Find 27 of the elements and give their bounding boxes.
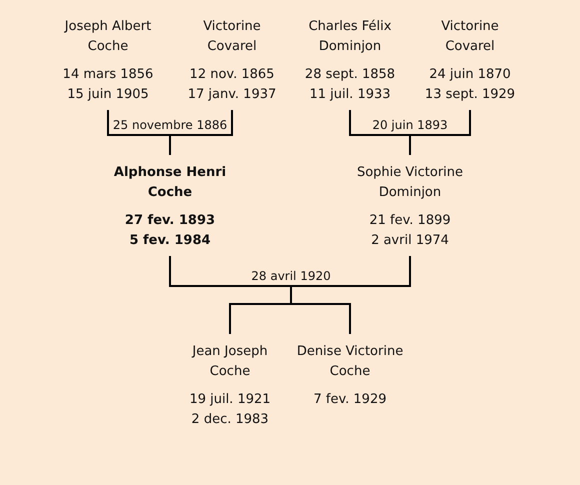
death-date: 11 juil. 1933 bbox=[309, 86, 391, 104]
death-date: 13 sept. 1929 bbox=[424, 86, 516, 104]
birth-date: 24 juin 1870 bbox=[429, 66, 511, 84]
person-name: Victorine Covarel bbox=[440, 18, 500, 56]
birth-date: 7 fev. 1929 bbox=[313, 391, 386, 409]
birth-date: 27 fev. 1893 bbox=[124, 212, 216, 230]
person-name: Denise Victorine Coche bbox=[296, 343, 404, 381]
birth-date: 14 mars 1856 bbox=[62, 66, 154, 84]
person-name: Victorine Covarel bbox=[202, 18, 262, 56]
birth-date: 21 fev. 1899 bbox=[369, 212, 451, 230]
person-name: Sophie Victorine Dominjon bbox=[356, 164, 464, 202]
connector-line bbox=[290, 256, 411, 334]
death-date: 17 janv. 1937 bbox=[188, 86, 276, 104]
person-name: Jean Joseph Coche bbox=[190, 343, 269, 381]
person-name: Charles Félix Dominjon bbox=[308, 18, 392, 56]
person-name: Alphonse Henri Coche bbox=[112, 164, 228, 202]
death-date: 15 juin 1905 bbox=[67, 86, 149, 104]
connector-line bbox=[169, 110, 233, 155]
birth-date: 12 nov. 1865 bbox=[190, 66, 274, 84]
connector-line bbox=[409, 110, 471, 155]
death-date: 2 avril 1974 bbox=[371, 232, 449, 250]
death-date: 2 dec. 1983 bbox=[191, 411, 269, 429]
person-name: Joseph Albert Coche bbox=[63, 18, 152, 56]
marriage-date: 20 juin 1893 bbox=[371, 118, 449, 133]
birth-date: 28 sept. 1858 bbox=[304, 66, 396, 84]
death-date: 5 fev. 1984 bbox=[129, 232, 211, 250]
birth-date: 19 juil. 1921 bbox=[189, 391, 271, 409]
